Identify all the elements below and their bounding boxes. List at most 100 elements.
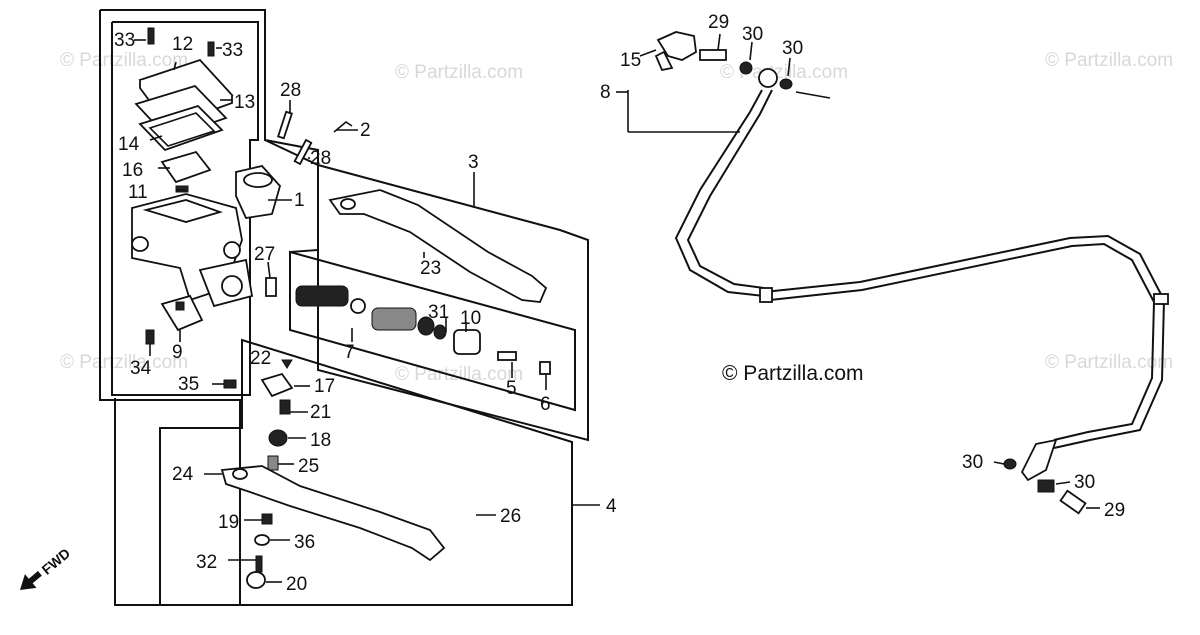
callout-23: 23 bbox=[420, 258, 441, 279]
callout-8: 8 bbox=[600, 82, 611, 103]
hose-sleeve bbox=[1153, 293, 1169, 305]
piston-kit bbox=[265, 277, 551, 375]
banjo-bolt-29 bbox=[699, 49, 727, 61]
mount-hole bbox=[223, 241, 241, 259]
hose-lower bbox=[763, 234, 1166, 449]
callout-1: 1 bbox=[294, 190, 305, 211]
callout-32: 32 bbox=[196, 552, 217, 573]
callout-5: 5 bbox=[506, 378, 517, 399]
screw-22 bbox=[281, 359, 293, 369]
watermark: © Partzilla.com bbox=[395, 62, 523, 83]
spring-seat bbox=[350, 298, 366, 314]
banjo-bolt-29 bbox=[1059, 489, 1087, 515]
callout-30: 30 bbox=[742, 24, 763, 45]
callout-29: 29 bbox=[1104, 500, 1125, 521]
callout-15: 15 bbox=[620, 50, 641, 71]
callout-30: 30 bbox=[1074, 472, 1095, 493]
watermark: © Partzilla.com bbox=[60, 352, 188, 373]
callout-13: 13 bbox=[234, 92, 255, 113]
reservoir-opening bbox=[142, 199, 223, 223]
callout-12: 12 bbox=[172, 34, 193, 55]
brake-switch bbox=[160, 294, 204, 332]
bolt-27 bbox=[265, 277, 277, 297]
lever-box-3 bbox=[264, 139, 589, 442]
hose-end-fitting bbox=[1020, 438, 1058, 482]
lever-pivot-hole bbox=[340, 198, 356, 210]
callout-9: 9 bbox=[172, 342, 183, 363]
callout-34: 34 bbox=[130, 358, 152, 379]
washer-30 bbox=[779, 78, 793, 90]
callout-28: 28 bbox=[310, 148, 331, 169]
pivot-17 bbox=[260, 372, 294, 398]
callout-6: 6 bbox=[540, 394, 551, 415]
fwd-label: FWD bbox=[38, 545, 73, 578]
spring-19 bbox=[261, 513, 273, 525]
watermark: © Partzilla.com bbox=[60, 50, 188, 71]
callout-7: 7 bbox=[344, 342, 355, 363]
callout-35: 35 bbox=[178, 374, 199, 395]
callout-4: 4 bbox=[606, 496, 617, 517]
washer-30 bbox=[1037, 479, 1055, 493]
callout-26: 26 bbox=[500, 506, 521, 527]
lever-pivot-hole bbox=[232, 468, 248, 480]
partzilla-credit: © Partzilla.com bbox=[722, 362, 864, 385]
screw-34 bbox=[145, 329, 155, 345]
nut-18 bbox=[268, 429, 288, 447]
hose-sleeve bbox=[759, 287, 773, 303]
bolt-21 bbox=[279, 399, 291, 415]
screw-33 bbox=[147, 27, 155, 45]
callout-22: 22 bbox=[250, 348, 271, 369]
clamp-bore bbox=[243, 172, 273, 188]
screw-33 bbox=[207, 41, 215, 57]
callout-16: 16 bbox=[122, 160, 143, 181]
pushrod-5 bbox=[497, 351, 517, 361]
callouts: 33 12 33 13 14 16 11 1 28 2 28 3 23 27 3… bbox=[114, 12, 1125, 595]
callout-11: 11 bbox=[128, 182, 148, 203]
nut-6 bbox=[539, 361, 551, 375]
diaphragm-inner bbox=[148, 112, 216, 147]
callout-30: 30 bbox=[962, 452, 983, 473]
watermarks: © Partzilla.com © Partzilla.com © Partzi… bbox=[60, 50, 1173, 385]
bolt-28 bbox=[293, 138, 313, 166]
leader-lines bbox=[134, 33, 1100, 583]
watermark: © Partzilla.com bbox=[395, 364, 523, 385]
hose-upper-edge bbox=[686, 89, 773, 289]
pivot-pin-2 bbox=[333, 121, 353, 133]
callout-31: 31 bbox=[428, 302, 449, 323]
banjo-fitting-15 bbox=[656, 31, 697, 61]
callout-27: 27 bbox=[254, 244, 275, 265]
watermark: © Partzilla.com bbox=[1045, 50, 1173, 71]
bolt-11 bbox=[175, 185, 189, 193]
arrow-line bbox=[795, 91, 831, 99]
cap-20 bbox=[246, 571, 266, 589]
collar-25 bbox=[267, 455, 279, 471]
callout-28: 28 bbox=[280, 80, 301, 101]
callout-14: 14 bbox=[118, 134, 140, 155]
callout-21: 21 bbox=[310, 402, 331, 423]
callout-36: 36 bbox=[294, 532, 315, 553]
callout-17: 17 bbox=[314, 376, 335, 397]
switch-terminal bbox=[175, 301, 185, 311]
lever-box-26 bbox=[159, 338, 573, 606]
clutch-lever-26 bbox=[220, 465, 446, 562]
callout-29: 29 bbox=[708, 12, 729, 33]
screw-35 bbox=[223, 379, 237, 389]
callout-33: 33 bbox=[114, 30, 135, 51]
hose-lower-edge bbox=[769, 242, 1156, 441]
fwd-arrow: FWD bbox=[20, 545, 73, 590]
mount-hole bbox=[131, 236, 149, 252]
hose-upper bbox=[674, 89, 765, 297]
callout-10: 10 bbox=[460, 308, 481, 329]
brake-lever-23 bbox=[328, 189, 548, 303]
piston-kit-box-7 bbox=[289, 250, 576, 412]
callout-30: 30 bbox=[782, 38, 803, 59]
callout-18: 18 bbox=[310, 430, 331, 451]
circlip-31 bbox=[433, 324, 447, 340]
brake-hose-assembly bbox=[654, 31, 1169, 515]
cup-seal bbox=[417, 316, 435, 336]
callout-3: 3 bbox=[468, 152, 479, 173]
boot-10 bbox=[453, 329, 481, 355]
callout-2: 2 bbox=[360, 120, 371, 141]
